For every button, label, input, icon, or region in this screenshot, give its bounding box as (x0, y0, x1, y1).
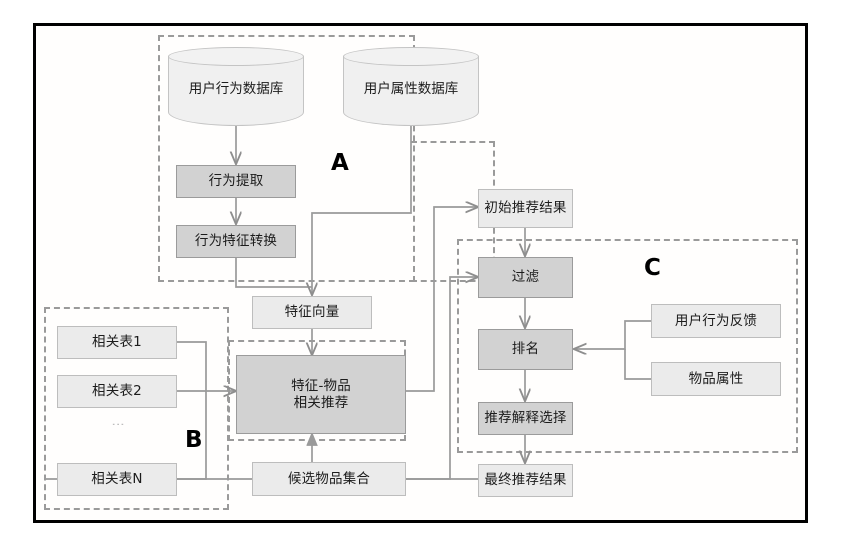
node-related-table-n[interactable]: 相关表N (57, 463, 177, 496)
node-item-attribute[interactable]: 物品属性 (651, 362, 781, 396)
group-c-tag: C (644, 255, 661, 281)
node-related-table-1[interactable]: 相关表1 (57, 326, 177, 359)
node-behavior-extract[interactable]: 行为提取 (176, 165, 296, 198)
node-feature-item-recommend-line1: 特征-物品 (291, 377, 351, 394)
node-final-result[interactable]: 最终推荐结果 (478, 464, 573, 497)
cylinder-body (343, 56, 479, 126)
node-initial-result[interactable]: 初始推荐结果 (478, 189, 573, 228)
cylinder-body (168, 56, 304, 126)
node-feature-item-recommend-line2: 相关推荐 (293, 394, 349, 411)
group-a-tag: A (331, 150, 349, 176)
node-user-behavior-feedback[interactable]: 用户行为反馈 (651, 304, 781, 338)
node-ranking[interactable]: 排名 (478, 329, 573, 370)
user-attribute-database[interactable]: 用户属性数据库 (343, 47, 479, 126)
user-attribute-database-label: 用户属性数据库 (363, 80, 459, 97)
user-behavior-database-label: 用户行为数据库 (188, 80, 284, 97)
cylinder-top (343, 47, 479, 66)
related-tables-ellipsis: ⋮ (110, 418, 126, 431)
node-related-table-2[interactable]: 相关表2 (57, 375, 177, 408)
user-behavior-database[interactable]: 用户行为数据库 (168, 47, 304, 126)
node-candidate-item-set[interactable]: 候选物品集合 (252, 462, 406, 496)
node-behavior-feature-transform[interactable]: 行为特征转换 (176, 225, 296, 258)
node-feature-item-recommend[interactable]: 特征-物品 相关推荐 (236, 355, 406, 434)
group-b-tag: B (185, 427, 203, 453)
node-filter[interactable]: 过滤 (478, 257, 573, 298)
node-feature-vector[interactable]: 特征向量 (252, 296, 372, 329)
cylinder-top (168, 47, 304, 66)
node-explanation-select[interactable]: 推荐解释选择 (478, 402, 573, 435)
